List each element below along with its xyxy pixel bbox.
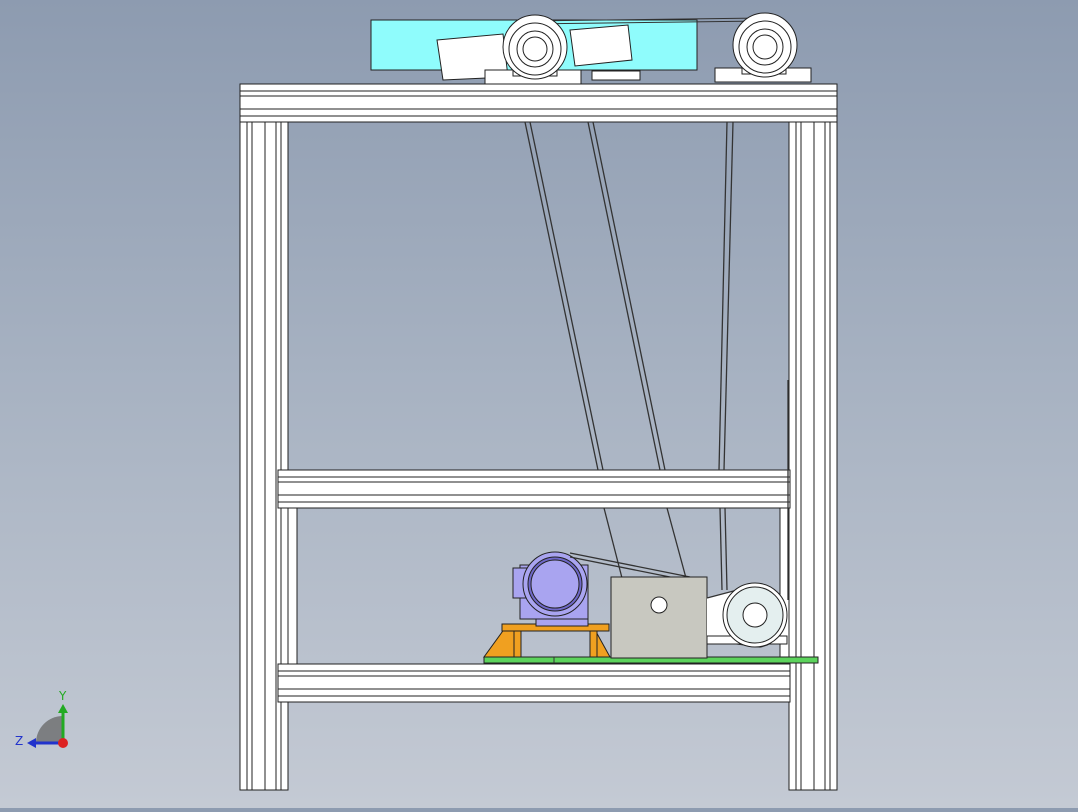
middle-beam bbox=[277, 469, 791, 509]
coordinate-triad-icon: Y Z bbox=[15, 689, 68, 748]
top-conveyor-belt[interactable] bbox=[370, 12, 812, 85]
left-outer-leg bbox=[239, 121, 289, 791]
driven-pulley[interactable] bbox=[706, 582, 788, 648]
gearbox[interactable] bbox=[610, 576, 708, 659]
pillow-block-bearing-left[interactable] bbox=[484, 14, 582, 85]
axis-y-label: Y bbox=[58, 689, 67, 703]
motor-mount-bracket[interactable] bbox=[483, 623, 611, 658]
electric-motor[interactable] bbox=[512, 551, 589, 627]
lower-beam bbox=[277, 663, 791, 703]
right-outer-leg bbox=[788, 121, 838, 791]
tilted-plate-right bbox=[569, 24, 633, 67]
top-beam bbox=[239, 83, 838, 123]
aluminum-profile-frame[interactable] bbox=[239, 83, 838, 791]
drive-belts[interactable] bbox=[524, 121, 789, 600]
pillow-block-bearing-right[interactable] bbox=[714, 12, 812, 83]
axis-z-label: Z bbox=[15, 734, 23, 748]
